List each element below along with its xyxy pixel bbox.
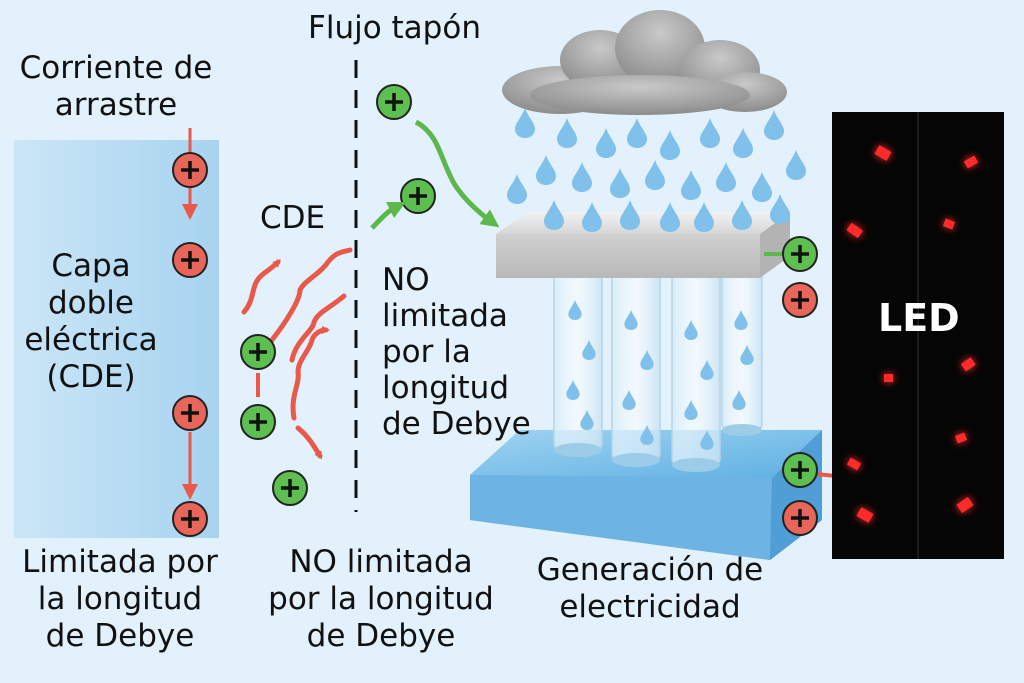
edl-wavy-arrows: [241, 247, 353, 460]
plus-circle-icon: [240, 404, 276, 440]
plus-circle-icon: [172, 501, 208, 537]
not-limited-line2: limitada: [382, 298, 508, 334]
plug-flow-arrow: [414, 119, 500, 228]
edl-label-line4: (CDE): [46, 359, 136, 395]
drag-current-title-line2: arrastre: [54, 87, 178, 123]
middle-caption: NO limitada por la longitud de Debye: [236, 544, 526, 655]
plus-circle-icon: [376, 84, 412, 120]
plus-circle-icon: [782, 452, 818, 488]
plus-circle-icon: [172, 152, 208, 188]
plus-circle-icon: [172, 395, 208, 431]
left-caption-line2: la longitud: [37, 581, 203, 617]
plug-flow-title: Flujo tapón: [308, 10, 481, 46]
nanochannel-tubes: [553, 269, 763, 472]
plus-circle-icon: [272, 470, 308, 506]
plus-circle-icon: [782, 236, 818, 272]
not-limited-line4: longitud: [382, 370, 509, 406]
plug-flow-arrow-small: [370, 201, 407, 230]
edl-label-line2: doble: [47, 285, 134, 321]
not-limited-line3: por la: [382, 334, 471, 370]
middle-caption-line3: de Debye: [306, 618, 456, 654]
plus-circle-icon: [782, 500, 818, 536]
left-caption-line1: Limitada por: [22, 544, 218, 580]
right-caption: Generación de electricidad: [500, 552, 800, 626]
edl-middle-label: CDE: [260, 200, 326, 236]
plus-circle-icon: [782, 282, 818, 318]
edl-label-block: Capa doble eléctrica (CDE): [16, 248, 166, 396]
plus-circle-icon: [400, 178, 436, 214]
led-label: LED: [878, 296, 960, 340]
plus-circle-icon: [172, 242, 208, 278]
edl-label-line3: eléctrica: [24, 322, 158, 358]
drag-current-title-line1: Corriente de: [19, 50, 213, 86]
not-limited-line5: de Debye: [382, 406, 531, 442]
edl-label-line1: Capa: [51, 248, 131, 284]
right-caption-line2: electricidad: [559, 589, 741, 625]
top-plate: [496, 212, 790, 278]
left-caption: Limitada por la longitud de Debye: [0, 544, 240, 655]
middle-caption-line1: NO limitada: [289, 544, 473, 580]
plus-circle-icon: [240, 334, 276, 370]
led-sparks: [846, 145, 979, 523]
not-limited-line1: NO: [382, 262, 430, 298]
cloud-icon: [502, 10, 787, 115]
drag-current-title: Corriente de arrastre: [2, 50, 230, 124]
middle-caption-line2: por la longitud: [268, 581, 494, 617]
right-caption-line1: Generación de: [536, 552, 764, 588]
not-limited-right-block: NO limitada por la longitud de Debye: [382, 262, 531, 442]
left-caption-line3: de Debye: [45, 618, 195, 654]
